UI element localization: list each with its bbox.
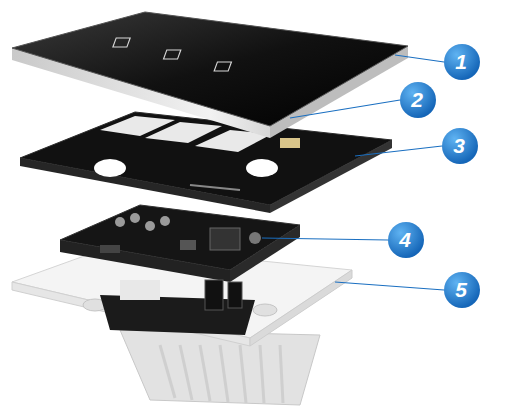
callout-number: 2 xyxy=(399,82,435,118)
touch-board xyxy=(20,112,392,213)
callout-balls xyxy=(388,44,480,308)
callout-number: 5 xyxy=(443,272,479,308)
callout-number: 4 xyxy=(387,222,423,258)
callout-number: 3 xyxy=(441,128,477,164)
power-board xyxy=(60,205,300,335)
callout-number: 1 xyxy=(443,44,479,80)
leader-lines xyxy=(262,55,444,290)
glass-panel xyxy=(12,12,408,138)
